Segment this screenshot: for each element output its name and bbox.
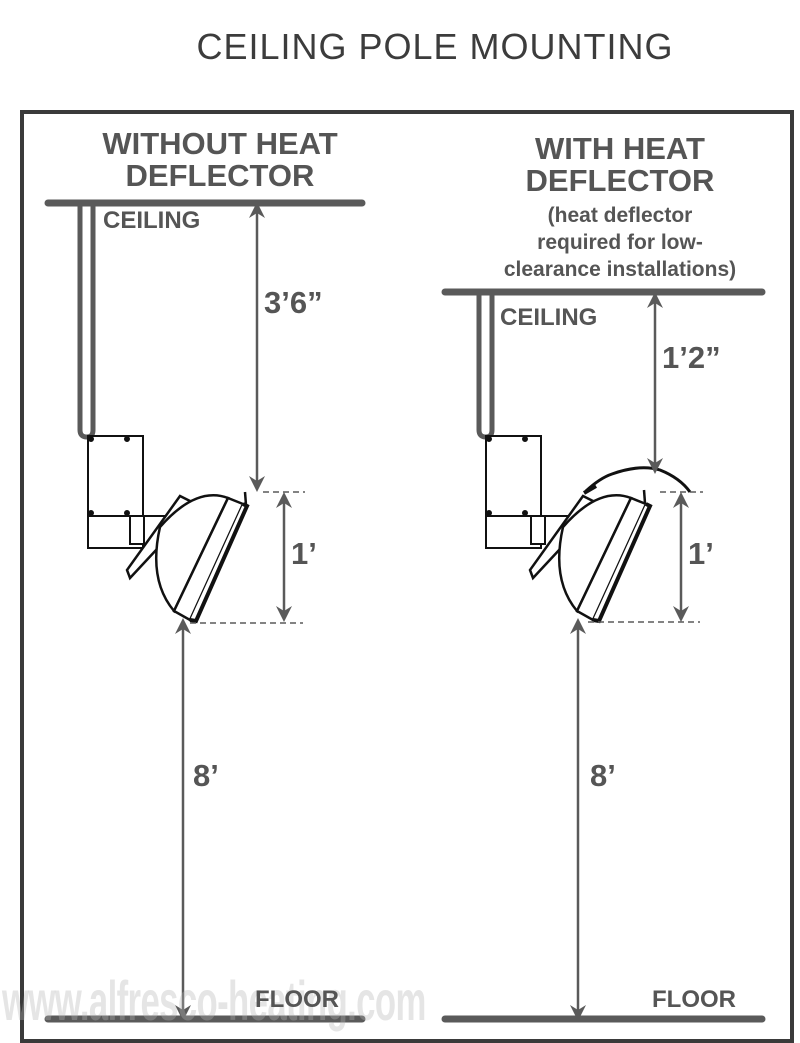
dimension-heater-to-floor: 8’: [590, 758, 616, 793]
note-line: required for low-: [537, 231, 703, 254]
page-title: CEILING POLE MOUNTING: [196, 26, 674, 67]
panel-without-deflector: [44, 199, 366, 1023]
ceiling-pole: [476, 292, 495, 440]
ceiling-label: CEILING: [103, 207, 201, 234]
heading-without-deflector: WITHOUT HEAT DEFLECTOR: [80, 128, 360, 192]
deflector-note: (heat deflector required for low- cleara…: [470, 202, 770, 283]
dimension-ceiling-to-heater: 1’2”: [662, 340, 721, 375]
heater-unit: [125, 491, 250, 624]
heading-line: DEFLECTOR: [525, 163, 715, 198]
heading-line: WITH HEAT: [535, 131, 705, 166]
floor-label: FLOOR: [255, 986, 339, 1013]
dimension-ceiling-to-heater: 3’6”: [264, 285, 323, 320]
dimension-heater-to-floor: 8’: [193, 758, 219, 793]
heading-line: DEFLECTOR: [125, 158, 315, 193]
dimension-heater-height: 1’: [291, 536, 317, 571]
ceiling-label: CEILING: [500, 304, 598, 331]
floor-label: FLOOR: [652, 986, 736, 1013]
panel-with-deflector: [441, 288, 766, 1023]
mounting-bracket: [87, 435, 167, 549]
watermark: www.alfresco-heating.com: [2, 969, 426, 1032]
mounting-bracket: [485, 435, 568, 549]
heat-deflector: [584, 466, 692, 493]
heading-line: WITHOUT HEAT: [102, 126, 338, 161]
heater-unit: [528, 489, 653, 624]
dimension-heater-height: 1’: [688, 536, 714, 571]
note-line: clearance installations): [503, 258, 737, 281]
diagram-frame: [20, 110, 794, 1043]
ceiling-pole: [77, 203, 96, 440]
heading-with-deflector: WITH HEAT DEFLECTOR: [480, 133, 760, 197]
note-line: (heat deflector: [547, 204, 693, 227]
